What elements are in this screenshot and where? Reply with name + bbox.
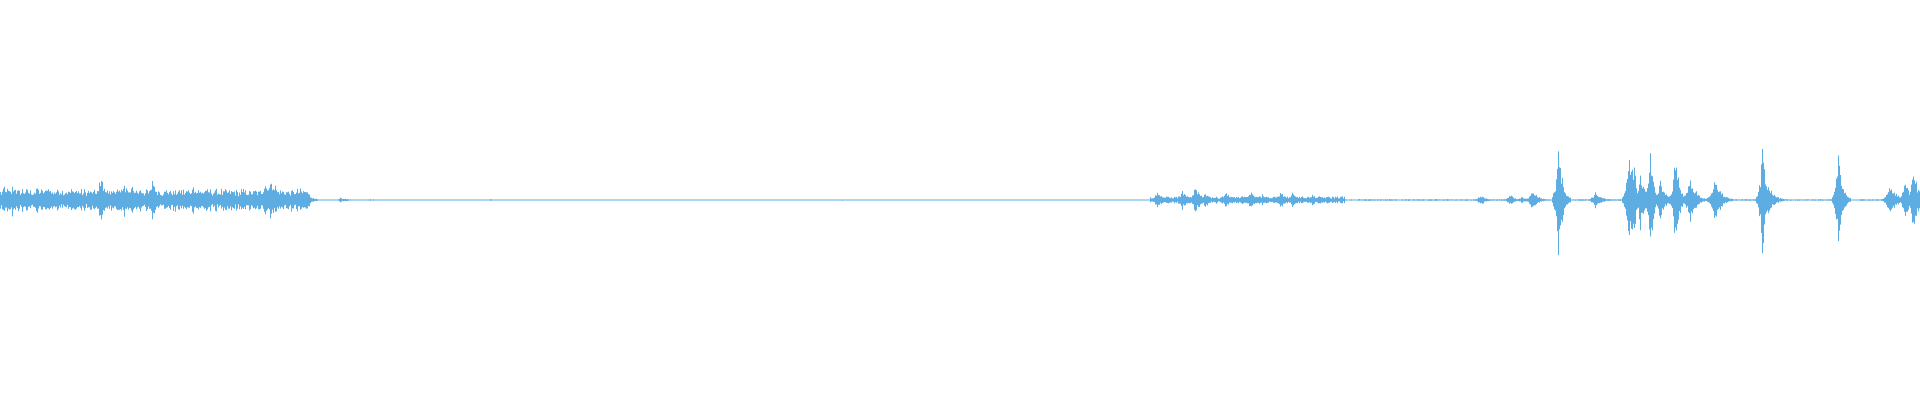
waveform-bars [0,148,1920,256]
